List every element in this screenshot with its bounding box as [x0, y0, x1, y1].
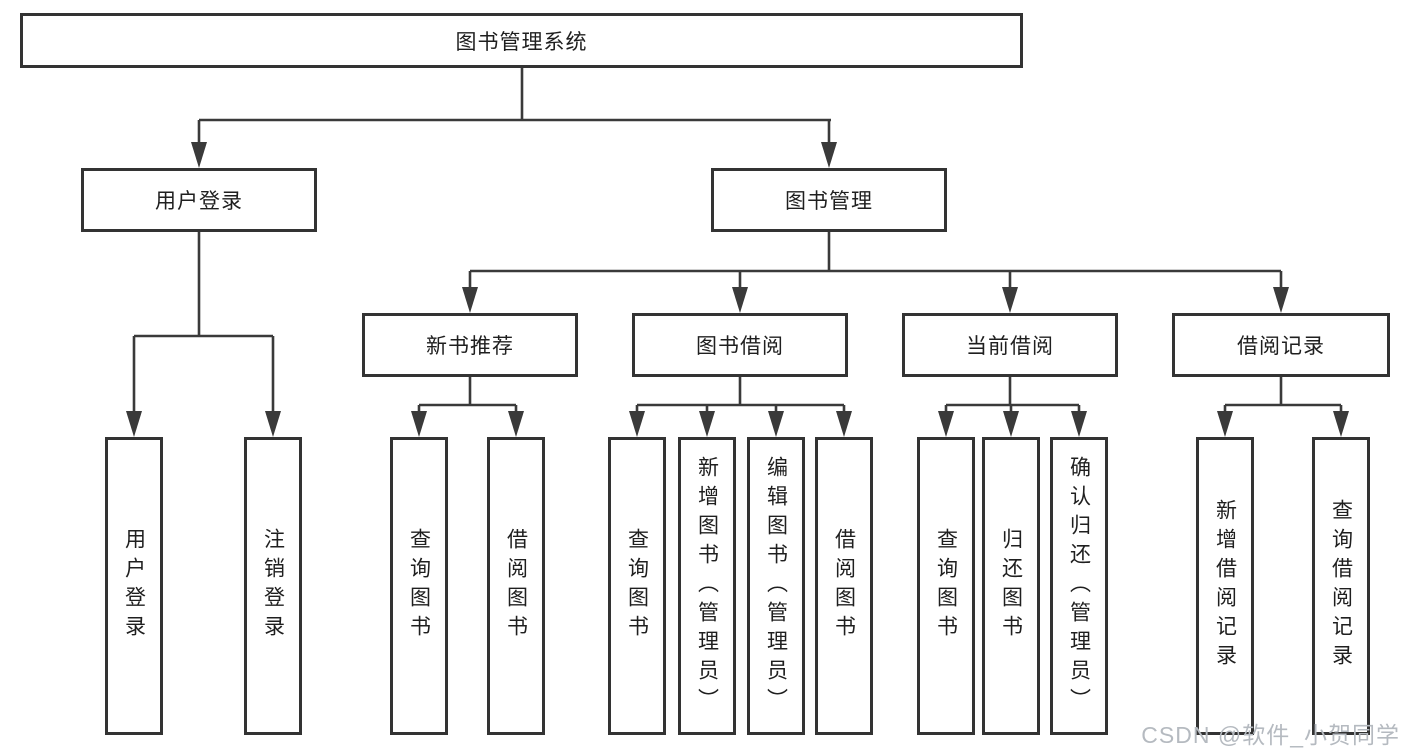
node-book-borrow-label: 图书借阅 [696, 335, 784, 358]
node-leaf-nb-borrow-book: 借阅图书 [487, 437, 545, 735]
node-leaf-bb-edit-book-admin: 编辑图书（管理员） [747, 437, 805, 735]
node-leaf-br-query-record: 查询借阅记录 [1312, 437, 1370, 735]
node-leaf-cb-query-book-label: 查询图书 [934, 528, 958, 644]
node-leaf-logout: 注销登录 [244, 437, 302, 735]
node-current-borrow-label: 当前借阅 [966, 335, 1054, 358]
node-leaf-bb-borrow-book: 借阅图书 [815, 437, 873, 735]
node-leaf-bb-borrow-book-label: 借阅图书 [832, 528, 856, 644]
node-leaf-cb-confirm-return-admin: 确认归还（管理员） [1050, 437, 1108, 735]
node-leaf-cb-query-book: 查询图书 [917, 437, 975, 735]
node-borrow-record: 借阅记录 [1172, 313, 1390, 377]
node-leaf-bb-add-book-admin: 新增图书（管理员） [678, 437, 736, 735]
node-leaf-bb-edit-book-admin-label: 编辑图书（管理员） [764, 455, 788, 717]
node-leaf-br-query-record-label: 查询借阅记录 [1329, 499, 1353, 673]
node-leaf-cb-confirm-return-admin-label: 确认归还（管理员） [1067, 455, 1091, 717]
csdn-watermark: CSDN @软件_小贺同学 [1141, 722, 1400, 748]
node-leaf-cb-return-book: 归还图书 [982, 437, 1040, 735]
arrowhead-icons [126, 120, 1349, 437]
node-leaf-user-login-label: 用户登录 [122, 528, 146, 644]
node-root: 图书管理系统 [20, 13, 1023, 68]
node-leaf-br-add-record-label: 新增借阅记录 [1213, 499, 1237, 673]
node-leaf-nb-query-book-label: 查询图书 [407, 528, 431, 644]
node-current-borrow: 当前借阅 [902, 313, 1118, 377]
node-user-login-label: 用户登录 [155, 190, 243, 213]
node-book-management-label: 图书管理 [785, 190, 873, 213]
node-borrow-record-label: 借阅记录 [1237, 335, 1325, 358]
node-new-book-recommend: 新书推荐 [362, 313, 578, 377]
node-leaf-nb-borrow-book-label: 借阅图书 [504, 528, 528, 644]
node-leaf-user-login: 用户登录 [105, 437, 163, 735]
node-new-book-recommend-label: 新书推荐 [426, 335, 514, 358]
connector-segments [134, 68, 1341, 407]
node-leaf-bb-query-book: 查询图书 [608, 437, 666, 735]
node-book-management: 图书管理 [711, 168, 947, 232]
node-leaf-br-add-record: 新增借阅记录 [1196, 437, 1254, 735]
node-leaf-bb-add-book-admin-label: 新增图书（管理员） [695, 455, 719, 717]
node-leaf-bb-query-book-label: 查询图书 [625, 528, 649, 644]
node-root-label: 图书管理系统 [455, 30, 588, 54]
node-leaf-cb-return-book-label: 归还图书 [999, 528, 1023, 644]
node-book-borrow: 图书借阅 [632, 313, 848, 377]
node-leaf-logout-label: 注销登录 [261, 528, 285, 644]
node-user-login: 用户登录 [81, 168, 317, 232]
node-leaf-nb-query-book: 查询图书 [390, 437, 448, 735]
